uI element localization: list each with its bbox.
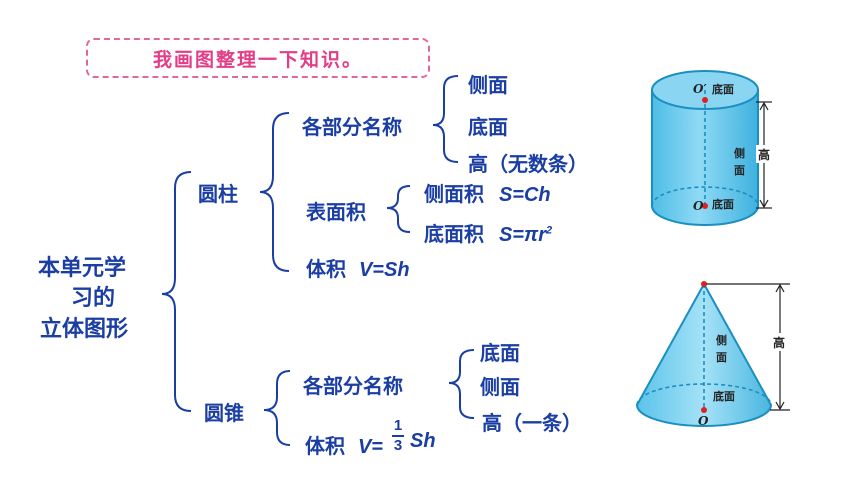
root-label-line3: 立体图形 (40, 317, 129, 342)
cone-volume-fraction: 1 3 (392, 418, 404, 454)
cone-volume-prefix: V= (357, 436, 383, 458)
cone-center-dot (701, 407, 707, 413)
root-label-line2: 习的 (71, 286, 116, 311)
fraction-numerator: 1 (393, 417, 403, 434)
base-area-formula: S=πr (498, 224, 547, 246)
cylinder-bottom-base-label: 底面 (712, 197, 734, 211)
cone-apex-dot (701, 281, 707, 287)
cylinder-part-lateral: 侧面 (468, 73, 508, 97)
cylinder-height-arrowhead-down (759, 199, 769, 209)
cylinder-top-center-dot (702, 97, 708, 103)
cylinder-brace (259, 112, 290, 272)
cone-side-label-1: 侧 (716, 333, 727, 347)
cylinder-side-label-2: 面 (734, 164, 745, 177)
cone-label: 圆锥 (204, 401, 244, 425)
cylinder-volume: 体积 V=Sh (306, 253, 410, 282)
cone-height-arrowhead-down (775, 401, 785, 411)
cylinder-part-height: 高（无数条） (468, 152, 588, 176)
cone-height-arrowhead-up (775, 283, 785, 293)
cylinder-height-arrowhead-up (759, 101, 769, 111)
cone-volume: 体积 V= (305, 430, 383, 459)
root-brace (161, 171, 192, 412)
banner-text: 我画图整理一下知识。 (152, 48, 363, 71)
cylinder-bottom-back (651, 186, 759, 207)
cone-base-label: 底面 (713, 389, 735, 403)
cone-height-label: 高 (773, 335, 785, 350)
fraction-bar (392, 435, 404, 437)
cone-volume-label: 体积 (305, 434, 345, 458)
cylinder-label: 圆柱 (198, 182, 238, 206)
title-banner: 我画图整理一下知识。 (86, 38, 430, 78)
lateral-area-label: 侧面积 (424, 182, 484, 206)
parts-brace (432, 75, 459, 163)
cone-part-base: 底面 (480, 341, 520, 365)
cone-parts-label: 各部分名称 (303, 374, 403, 398)
fraction-denominator: 3 (393, 437, 403, 454)
root-label-line1: 本单元学 (38, 256, 127, 281)
cylinder-surface-label: 表面积 (306, 200, 366, 224)
cone-parts-brace (448, 349, 475, 419)
cone-brace (263, 370, 291, 446)
cone-part-height: 高（一条） (482, 411, 582, 435)
cylinder-bottom-center-dot (702, 203, 708, 209)
cylinder-top-base-label: 底面 (712, 82, 734, 96)
surface-brace (386, 185, 411, 233)
cylinder-part-base: 底面 (468, 115, 508, 139)
cylinder-parts-label: 各部分名称 (302, 115, 402, 139)
cylinder-height-label: 高 (758, 147, 770, 162)
cone-side-label-2: 面 (716, 351, 727, 364)
cylinder-lateral-area: 侧面积 S=Ch (424, 178, 551, 207)
cone-center-label: O (698, 414, 709, 428)
cylinder-body (651, 89, 759, 226)
cylinder-side-label-1: 侧 (734, 146, 745, 160)
base-area-exponent: 2 (546, 224, 553, 237)
cone-volume-suffix: Sh (410, 430, 436, 452)
lateral-area-formula: S=Ch (498, 184, 551, 206)
cylinder-top-center-label: O′ (693, 82, 707, 96)
cylinder-volume-label: 体积 (306, 257, 346, 281)
cylinder-base-area: 底面积 S=πr2 (424, 218, 552, 247)
cylinder-bottom-center-label: O (693, 199, 704, 213)
cone-part-lateral: 侧面 (480, 375, 520, 399)
cylinder-volume-formula: V=Sh (358, 259, 410, 281)
base-area-label: 底面积 (424, 222, 484, 246)
